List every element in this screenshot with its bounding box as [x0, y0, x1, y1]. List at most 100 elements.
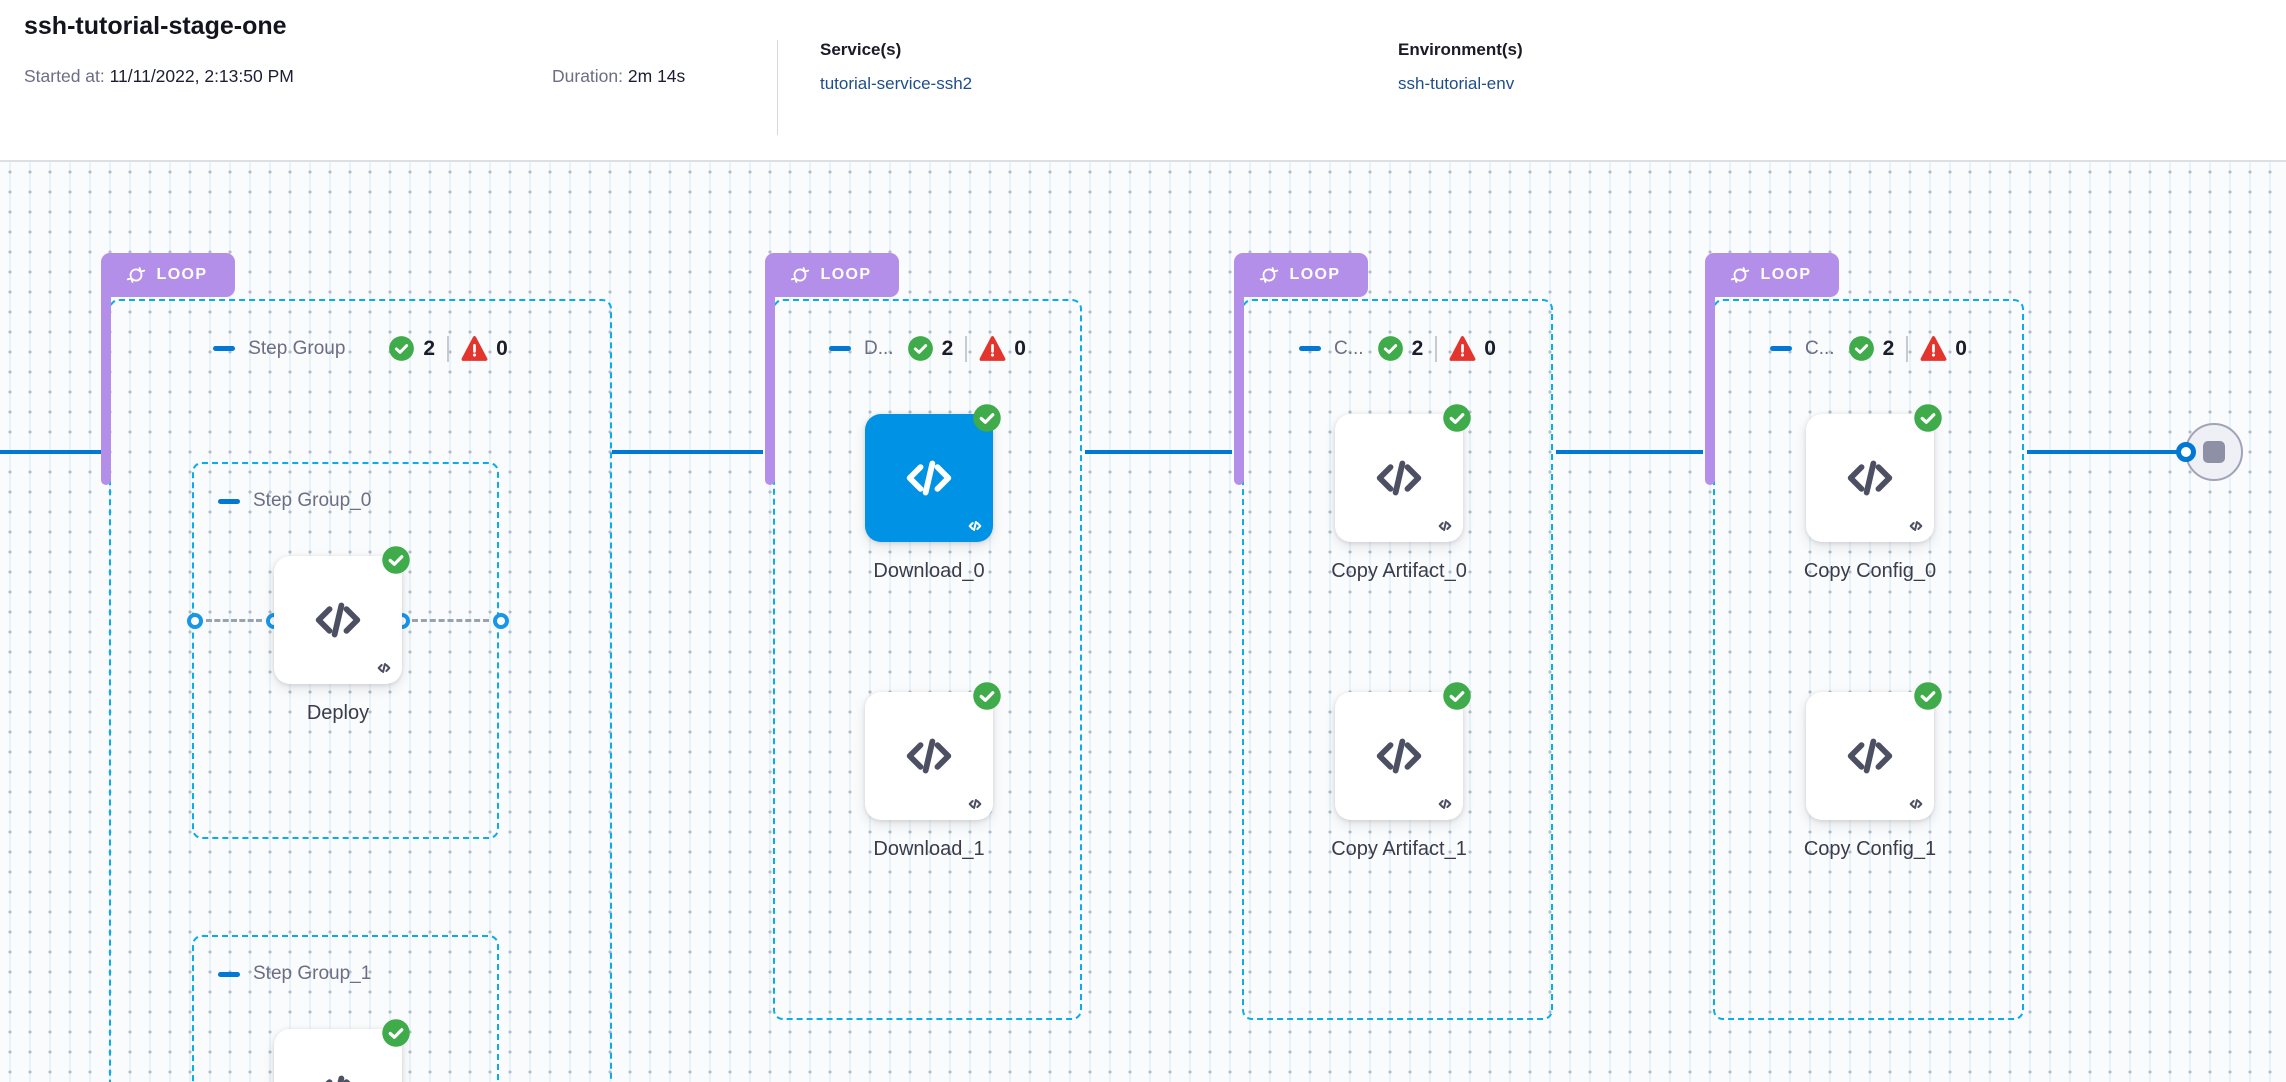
- stage-connector-line: [612, 450, 763, 454]
- status-badge: 2 0: [388, 335, 508, 362]
- started-at-value: 11/11/2022, 2:13:50 PM: [109, 66, 294, 86]
- loop-badge-label: LOOP: [820, 266, 872, 283]
- stage-title: ssh-tutorial-stage-one: [24, 12, 287, 40]
- step-card[interactable]: [1335, 402, 1473, 542]
- duration-value: 2m 14s: [627, 66, 686, 86]
- step-group-label: Step Group: [248, 337, 346, 359]
- step-node: [274, 1017, 412, 1082]
- warning-triangle-icon: [461, 336, 488, 361]
- failed-count: 0: [1014, 336, 1026, 360]
- environments-label: Environment(s): [1398, 40, 1523, 59]
- execution-graph-canvas[interactable]: LOOP Step Group 2 0 Step Group_0: [0, 162, 2286, 1082]
- step-label: Download_1: [873, 838, 985, 860]
- step-card[interactable]: [1806, 402, 1944, 542]
- warning-triangle-icon: [1920, 336, 1947, 361]
- environments-block: Environment(s) ssh-tutorial-env: [1398, 40, 1523, 94]
- step-node: Download_0: [865, 402, 1003, 582]
- step-group-header: Step Group 2 0: [111, 335, 610, 362]
- step-group-box: LOOP Step Group 2 0 Step Group_0: [101, 253, 612, 1082]
- step-node: Copy Config_1: [1804, 680, 1944, 860]
- stage-connector-line: [0, 450, 101, 454]
- minus-icon[interactable]: [218, 498, 240, 504]
- step-node: Copy Artifact_0: [1331, 402, 1473, 582]
- code-icon: [309, 1064, 367, 1082]
- started-at-label: Started at:: [24, 66, 105, 86]
- step-card[interactable]: [865, 680, 1003, 820]
- stage-connector-line: [2027, 450, 2182, 454]
- success-count: 2: [423, 336, 436, 360]
- minus-icon[interactable]: [1299, 346, 1322, 351]
- failed-count: 0: [496, 336, 508, 360]
- header-divider: [777, 40, 778, 135]
- step-card[interactable]: [1335, 680, 1473, 820]
- stage-connector-line: [1556, 450, 1703, 454]
- loop-badge[interactable]: LOOP: [765, 253, 899, 297]
- loop-badge-label: LOOP: [1289, 266, 1341, 283]
- step-card[interactable]: [274, 544, 412, 684]
- inner-step-group-box: Step Group_0 Deploy: [187, 462, 509, 839]
- connector-port: [493, 613, 509, 629]
- status-divider: [1906, 335, 1909, 362]
- code-icon: [1909, 799, 1923, 809]
- minus-icon[interactable]: [1770, 346, 1793, 351]
- step-group-header: C... 2 0: [1244, 335, 1551, 362]
- step-node: Copy Artifact_1: [1331, 680, 1473, 860]
- inner-step-group-box: Step Group_1: [192, 935, 499, 1082]
- check-circle-icon: [1441, 402, 1473, 434]
- warning-triangle-icon: [1449, 336, 1476, 361]
- warning-triangle-icon: [979, 336, 1006, 361]
- code-icon: [1841, 449, 1899, 507]
- minus-icon[interactable]: [218, 971, 240, 977]
- minus-icon[interactable]: [829, 346, 852, 351]
- loop-badge[interactable]: LOOP: [1234, 253, 1368, 297]
- duration-label: Duration:: [552, 66, 624, 86]
- loop-strip: [101, 297, 111, 485]
- minus-icon[interactable]: [213, 346, 236, 351]
- loop-badge-label: LOOP: [1760, 266, 1812, 283]
- loop-badge[interactable]: LOOP: [101, 253, 235, 297]
- step-label: Deploy: [306, 702, 370, 724]
- step-card[interactable]: [865, 402, 1003, 542]
- success-count: 2: [1411, 336, 1424, 360]
- step-group-box: LOOP C... 2 0: [1234, 253, 1553, 1020]
- failed-count: 0: [1484, 336, 1496, 360]
- step-label: Copy Config_0: [1803, 560, 1937, 582]
- status-badge: 2 0: [1847, 335, 1967, 362]
- step-card[interactable]: [1806, 680, 1944, 820]
- code-icon: [309, 591, 367, 649]
- success-count: 2: [941, 336, 954, 360]
- check-circle-icon: [971, 402, 1003, 434]
- inner-step-group-label: Step Group_1: [253, 963, 372, 984]
- loop-badge[interactable]: LOOP: [1705, 253, 1839, 297]
- check-circle-icon: [971, 680, 1003, 712]
- connector-port: [187, 613, 203, 629]
- step-link-dashed: [412, 619, 489, 622]
- code-icon: [377, 663, 391, 673]
- loop-icon: [790, 267, 809, 283]
- check-circle-icon: [1441, 680, 1473, 712]
- service-link[interactable]: tutorial-service-ssh2: [820, 74, 973, 93]
- step-node: Deploy: [274, 544, 412, 724]
- success-count: 2: [1882, 336, 1895, 360]
- stop-icon: [2203, 441, 2225, 463]
- stage-header: ssh-tutorial-stage-one Started at: 11/11…: [0, 0, 2286, 162]
- check-circle-icon: [380, 1017, 412, 1049]
- check-circle-icon: [906, 335, 934, 362]
- environment-link[interactable]: ssh-tutorial-env: [1398, 74, 1515, 93]
- loop-strip: [1705, 297, 1715, 485]
- status-divider: [447, 335, 450, 362]
- connector-end-port: [2176, 442, 2196, 462]
- step-group-label: C...: [1805, 337, 1835, 359]
- status-badge: 2 0: [906, 335, 1026, 362]
- step-group-header: C... 2 0: [1715, 335, 2022, 362]
- services-block: Service(s) tutorial-service-ssh2: [820, 40, 972, 94]
- step-group-box: LOOP C... 2 0: [1705, 253, 2024, 1020]
- loop-strip: [765, 297, 775, 485]
- status-badge: 2 0: [1376, 335, 1496, 362]
- step-group-header: D... 2 0: [775, 335, 1080, 362]
- stage-connector-line: [1085, 450, 1232, 454]
- loop-badge-label: LOOP: [156, 266, 208, 283]
- step-card[interactable]: [274, 1017, 412, 1082]
- code-icon: [900, 727, 958, 785]
- step-group-label: C...: [1334, 337, 1364, 359]
